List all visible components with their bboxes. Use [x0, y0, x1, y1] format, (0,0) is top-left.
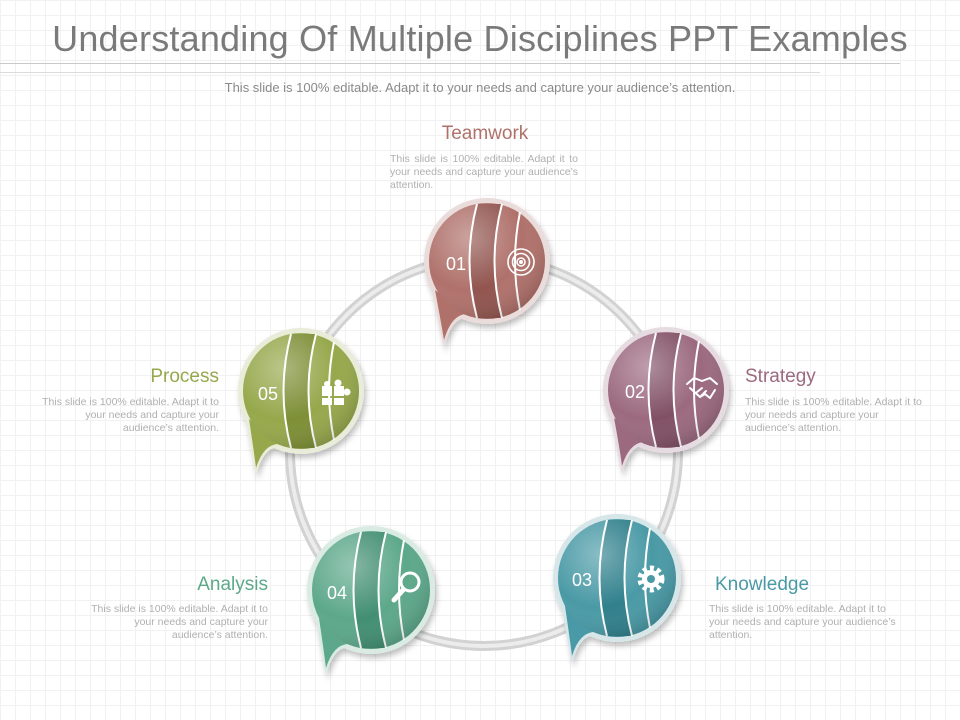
node-number-05: 05 [257, 384, 279, 404]
handshake-icon [686, 377, 718, 399]
node-number-01: 01 [445, 254, 467, 274]
node-analysis [307, 526, 435, 676]
desc-process: This slide is 100% editable. Adapt it to… [42, 396, 219, 434]
slide-title: Understanding Of Multiple Disciplines PP… [52, 18, 908, 59]
label-analysis: Analysis [197, 574, 268, 595]
desc-teamwork: This slide is 100% editable. Adapt it to… [390, 153, 578, 191]
label-strategy: Strategy [745, 366, 816, 387]
gear-icon [637, 565, 665, 593]
node-strategy [603, 327, 729, 474]
desc-strategy: This slide is 100% editable. Adapt it to… [745, 396, 922, 434]
title-divider [0, 63, 900, 64]
node-number-02: 02 [624, 382, 646, 402]
slide-subtitle: This slide is 100% editable. Adapt it to… [224, 80, 736, 95]
desc-knowledge: This slide is 100% editable. Adapt it to… [709, 603, 896, 641]
label-teamwork: Teamwork [441, 123, 529, 144]
magnifier-icon [391, 571, 421, 603]
target-icon [507, 248, 535, 276]
desc-analysis: This slide is 100% editable. Adapt it to… [91, 603, 268, 641]
node-number-04: 04 [326, 583, 348, 603]
puzzle-icon [322, 379, 351, 405]
node-knowledge [553, 514, 681, 664]
label-knowledge: Knowledge [715, 574, 810, 595]
node-process [238, 328, 364, 476]
label-process: Process [150, 366, 219, 387]
node-number-03: 03 [571, 570, 593, 590]
title-divider-secondary [0, 72, 820, 73]
node-teamwork [424, 198, 550, 348]
